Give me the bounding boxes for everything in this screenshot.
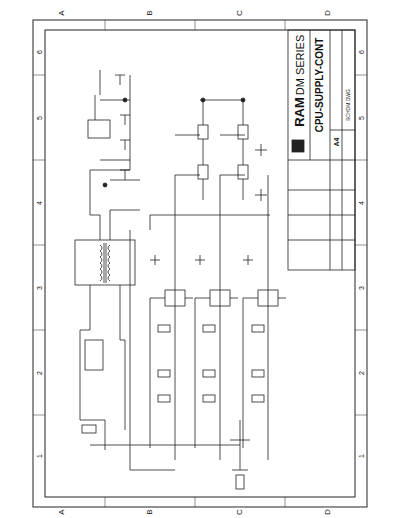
- border-number: 2: [358, 370, 365, 376]
- border-number: 3: [358, 285, 365, 291]
- logo-text: RAM: [293, 96, 306, 128]
- border-number: 5: [358, 115, 365, 121]
- border-letter: A: [58, 9, 66, 16]
- border-number: 2: [36, 370, 43, 376]
- border-letter: B: [146, 9, 154, 16]
- border-letter: D: [324, 9, 332, 17]
- border-number: 5: [36, 115, 43, 121]
- border-number: 4: [36, 200, 43, 206]
- sheet-title: CPU-SUPPLY-CONT: [315, 37, 325, 134]
- border-number: 1: [358, 453, 365, 459]
- border-letter: C: [236, 508, 244, 516]
- border-letter: B: [146, 508, 154, 515]
- border-number: 4: [358, 200, 365, 206]
- border-letter: A: [58, 508, 66, 515]
- border-number: 1: [36, 453, 43, 459]
- file-name: SCHDM.DWG: [346, 88, 351, 122]
- border-number: 6: [358, 49, 365, 55]
- border-letter: D: [324, 508, 332, 516]
- paper-size: A4: [333, 137, 340, 148]
- series-title: DM SERIES: [295, 34, 306, 97]
- border-number: 3: [36, 285, 43, 291]
- border-number: 6: [36, 49, 43, 55]
- border-letter: C: [236, 9, 244, 17]
